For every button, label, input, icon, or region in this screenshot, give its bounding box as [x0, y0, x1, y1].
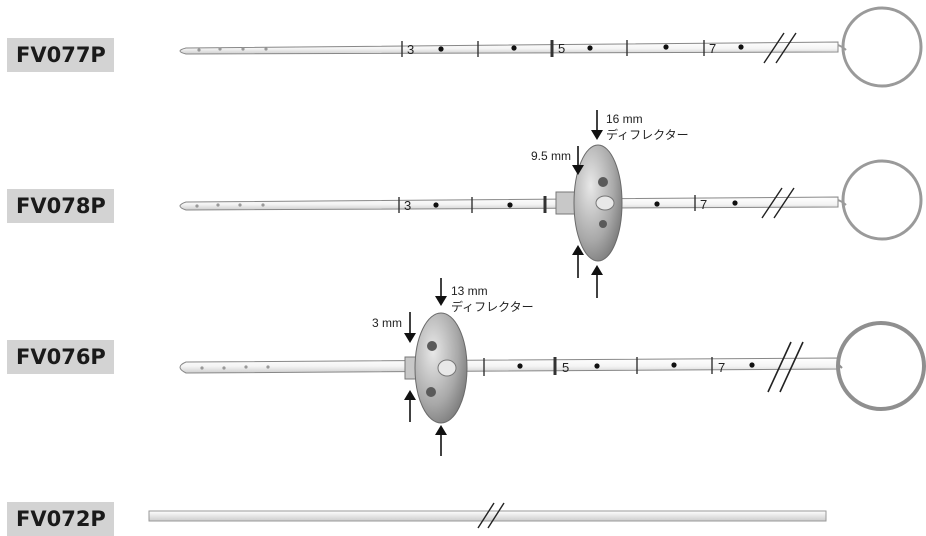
- deflector-outer-diameter: 13 mm: [451, 284, 488, 298]
- catheter-tube: [179, 41, 839, 55]
- deflector-inner-diameter: 9.5 mm: [531, 149, 571, 163]
- retention-ring: [837, 6, 923, 88]
- scale-mark-7: 7: [700, 197, 707, 212]
- product-label-fv076p: FV076P: [7, 340, 114, 374]
- scale-mark-5: 5: [558, 41, 565, 56]
- scale-mark-5: 5: [562, 360, 569, 375]
- scale-mark-7: 7: [709, 41, 716, 56]
- break-mark: [761, 187, 795, 219]
- stylet-fv072p: [148, 502, 827, 529]
- catheter-fv078p: 3 7 16 mm ディフレクター 9.5 mm: [179, 110, 923, 298]
- retention-ring: [837, 159, 923, 241]
- catheter-fv077p: 3 5 7: [179, 6, 923, 88]
- product-label-fv077p: FV077P: [7, 38, 114, 72]
- deflector-outer-diameter: 16 mm: [606, 112, 643, 126]
- scale-dots: [438, 44, 744, 52]
- break-mark: [763, 32, 797, 64]
- deflector-label: ディフレクター: [606, 127, 689, 142]
- dimension-arrows: [572, 110, 603, 298]
- deflector-inner-diameter: 3 mm: [372, 316, 402, 330]
- scale-mark-3: 3: [404, 198, 411, 213]
- catheter-fv076p: 5 7 13 mm ディフレクター 3 mm: [179, 278, 926, 456]
- drain-holes: [195, 203, 265, 208]
- deflector: [555, 144, 623, 262]
- drain-holes: [197, 47, 268, 52]
- break-mark: [767, 341, 804, 393]
- drain-holes: [200, 365, 270, 370]
- break-mark: [477, 502, 505, 529]
- scale-dots: [433, 200, 738, 208]
- product-label-fv078p: FV078P: [7, 189, 114, 223]
- scale-mark-7: 7: [718, 360, 725, 375]
- stylet-rod: [148, 510, 827, 522]
- scale-mark-3: 3: [407, 42, 414, 57]
- dimension-arrows: [404, 278, 447, 456]
- catheter-tube: [179, 357, 839, 374]
- deflector-label: ディフレクター: [451, 299, 534, 314]
- scale-ticks: [401, 40, 705, 57]
- product-label-fv072p: FV072P: [7, 502, 114, 536]
- scale-dots: [517, 362, 755, 369]
- deflector: [404, 312, 468, 424]
- retention-ring: [836, 321, 926, 411]
